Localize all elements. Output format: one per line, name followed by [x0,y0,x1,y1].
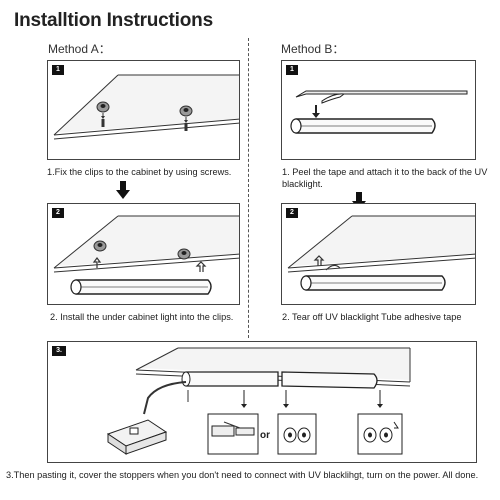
method-b-step2-panel: 2 [281,203,476,305]
step-number: 1 [52,65,64,75]
method-a-step1-caption: 1.Fix the clips to the cabinet by using … [47,167,232,177]
power-plug-icon [106,419,168,455]
method-b-step1-caption: 1. Peel the tape and attach it to the ba… [282,167,488,189]
install-light-illustration [53,215,239,295]
method-a-label: Method A： [48,42,111,56]
step-number: 3. [52,346,66,356]
uv-light-tube [70,279,212,295]
method-b-label: Method B： [281,42,345,56]
cabinet-clips-illustration [53,74,239,140]
adhesive-tape [295,90,468,118]
center-divider [248,38,249,338]
step-number: 1 [286,65,298,75]
step-number: 2 [286,208,298,218]
step-number: 2 [52,208,64,218]
method-b-step1-panel: 1 [281,60,476,160]
screw-clip-icon [179,105,193,131]
final-assembly-illustration [106,347,411,455]
connector-icon [207,413,259,455]
uv-light-tube [300,275,446,291]
method-a-step1-panel: 1 [47,60,240,160]
uv-light-tube [181,371,378,389]
step3-caption: 3.Then pasting it, cover the stoppers wh… [6,470,479,480]
attach-tube-illustration [287,215,475,291]
arrow-down-icon [116,181,130,199]
method-b-step2-caption: 2. Tear off UV blacklight Tube adhesive … [282,312,462,322]
end-stopper-icon [357,413,403,455]
peel-tape-illustration [290,90,468,134]
end-stopper-icon [277,413,317,455]
arrow-down-icon [241,390,383,408]
method-a-step2-caption: 2. Install the under cabinet light into … [50,312,234,322]
step3-panel: 3. [47,341,477,463]
screw-clip-icon [96,101,110,127]
page-title: Installtion Instructions [14,10,213,31]
method-a-step2-panel: 2 [47,203,240,305]
screw-clip-icon [92,240,107,268]
screw-clip-icon [177,248,207,272]
or-label: or [260,430,270,441]
uv-light-tube [290,118,436,134]
